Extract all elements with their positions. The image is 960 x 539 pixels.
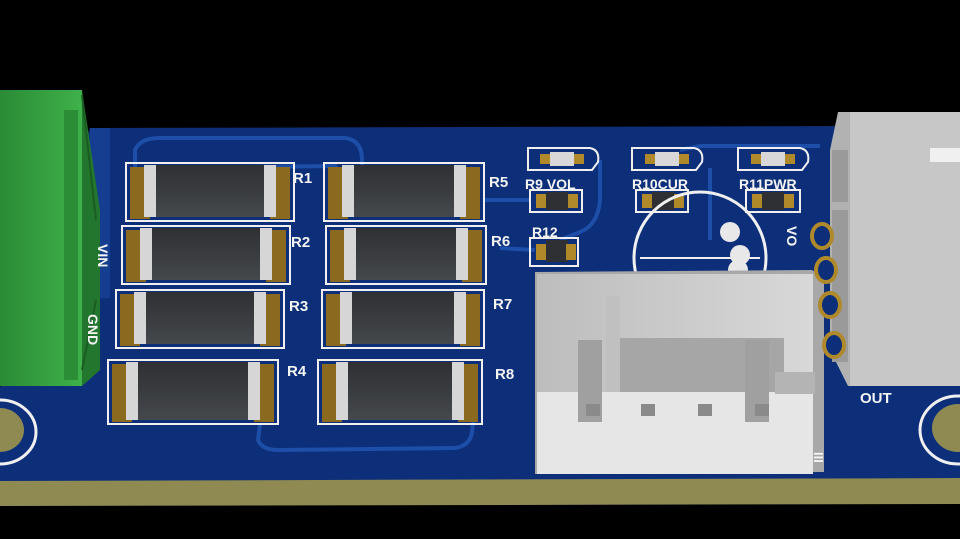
- resistor-r4: [107, 359, 279, 425]
- led-vol: [527, 147, 600, 171]
- resistor-r11: [745, 189, 801, 213]
- label-r7: R7: [493, 296, 512, 313]
- label-out: OUT: [860, 390, 892, 407]
- label-r12: R12: [532, 224, 558, 240]
- label-r6: R6: [491, 233, 510, 250]
- label-iii: III: [811, 452, 826, 463]
- label-r2: R2: [291, 234, 310, 251]
- label-r5: R5: [489, 174, 508, 191]
- label-r11-pwr: R11PWR: [739, 176, 797, 192]
- label-r4: R4: [287, 363, 307, 380]
- led-pwr: [737, 147, 810, 171]
- label-r10-cur: R10CUR: [632, 176, 688, 192]
- label-r9-vol: R9 VOL: [525, 176, 576, 192]
- resistor-column-left: [107, 162, 295, 425]
- label-gnd: GND: [85, 314, 101, 345]
- label-r1: R1: [293, 170, 312, 187]
- resistor-r1: [125, 162, 295, 222]
- resistor-r3: [115, 289, 285, 349]
- resistor-r10: [635, 189, 689, 213]
- connector-pin-header-out: [810, 112, 960, 386]
- led-cur: [631, 147, 704, 171]
- label-vo: VO: [784, 226, 800, 246]
- resistor-r7: [321, 289, 485, 349]
- label-r8: R8: [495, 366, 514, 383]
- resistor-column-right: [317, 162, 487, 425]
- resistor-r9: [529, 189, 583, 213]
- mounting-hole-left: [0, 398, 38, 466]
- resistor-r2: [121, 225, 291, 285]
- label-vin: VIN: [95, 244, 111, 267]
- resistor-r12: [529, 237, 579, 267]
- pcb-edge: [0, 478, 960, 506]
- label-r3: R3: [289, 298, 308, 315]
- mounting-hole-right: [918, 394, 960, 466]
- terminal-block-vin-gnd: [0, 90, 100, 386]
- resistor-r5: [323, 162, 485, 222]
- resistor-r8: [317, 359, 483, 425]
- resistor-r6: [325, 225, 487, 285]
- connector-jst-4pin: [535, 270, 824, 474]
